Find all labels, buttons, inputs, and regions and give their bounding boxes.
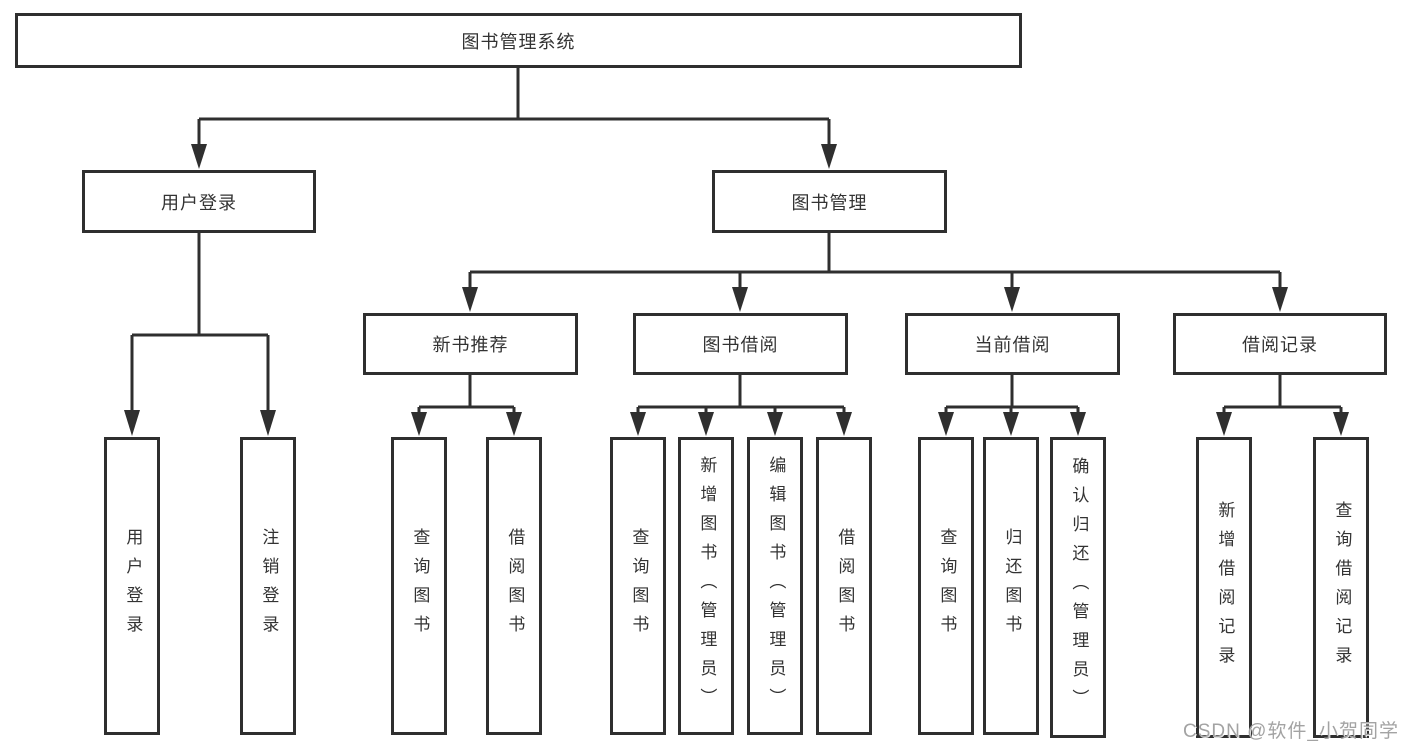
leaf-borrow-book: 借阅图书 bbox=[816, 437, 872, 735]
node-current-borrow: 当前借阅 bbox=[905, 313, 1120, 375]
connector-borrow-records bbox=[1222, 375, 1343, 415]
leaf-borrow-book-label: 借阅图书 bbox=[835, 528, 855, 644]
leaf-user-login-label: 用户登录 bbox=[123, 528, 143, 644]
leaf-logout: 注销登录 bbox=[240, 437, 296, 735]
leaf-add-borrow-record-label: 新增借阅记录 bbox=[1215, 500, 1235, 675]
node-new-book-recommend-label: 新书推荐 bbox=[432, 335, 509, 355]
leaf-confirm-return-admin: 确认归还（管理员） bbox=[1050, 437, 1106, 738]
arrowheads bbox=[124, 144, 1349, 436]
leaf-query-book-recommend-label: 查询图书 bbox=[410, 528, 430, 644]
leaf-return-book: 归还图书 bbox=[983, 437, 1039, 735]
leaf-add-book-admin: 新增图书（管理员） bbox=[678, 437, 734, 735]
connector-current-borrow bbox=[944, 375, 1080, 415]
connector-new-book bbox=[417, 375, 516, 415]
watermark: CSDN @软件_小贺同学 bbox=[1183, 721, 1399, 742]
node-book-management-label: 图书管理 bbox=[791, 192, 868, 213]
leaf-add-borrow-record: 新增借阅记录 bbox=[1196, 437, 1252, 738]
leaf-query-borrow-record-label: 查询借阅记录 bbox=[1332, 500, 1352, 675]
leaf-edit-book-admin-label: 编辑图书（管理员） bbox=[766, 455, 786, 717]
leaf-user-login: 用户登录 bbox=[104, 437, 160, 735]
connector-book-borrow bbox=[636, 375, 846, 415]
leaf-confirm-return-admin-label: 确认归还（管理员） bbox=[1069, 457, 1089, 718]
leaf-query-borrow-record: 查询借阅记录 bbox=[1313, 437, 1369, 738]
node-borrow-records: 借阅记录 bbox=[1173, 313, 1387, 375]
node-user-login: 用户登录 bbox=[82, 170, 316, 233]
leaf-query-book-borrow: 查询图书 bbox=[610, 437, 666, 735]
leaf-query-book-current-label: 查询图书 bbox=[937, 528, 957, 644]
leaf-query-book-current: 查询图书 bbox=[918, 437, 974, 735]
node-new-book-recommend: 新书推荐 bbox=[363, 313, 578, 375]
leaf-borrow-book-recommend: 借阅图书 bbox=[486, 437, 542, 735]
node-current-borrow-label: 当前借阅 bbox=[974, 335, 1051, 355]
node-book-borrow-label: 图书借阅 bbox=[702, 335, 779, 355]
leaf-add-book-admin-label: 新增图书（管理员） bbox=[697, 455, 717, 717]
connector-root bbox=[197, 68, 831, 147]
leaf-logout-label: 注销登录 bbox=[259, 528, 279, 644]
node-root: 图书管理系统 bbox=[15, 13, 1022, 68]
leaf-query-book-borrow-label: 查询图书 bbox=[629, 528, 649, 644]
leaf-borrow-book-recommend-label: 借阅图书 bbox=[505, 528, 525, 644]
connector-book-management bbox=[468, 233, 1282, 290]
node-book-borrow: 图书借阅 bbox=[633, 313, 848, 375]
leaf-return-book-label: 归还图书 bbox=[1002, 528, 1022, 644]
node-book-management: 图书管理 bbox=[712, 170, 947, 233]
leaf-query-book-recommend: 查询图书 bbox=[391, 437, 447, 735]
node-root-label: 图书管理系统 bbox=[461, 31, 576, 52]
leaf-edit-book-admin: 编辑图书（管理员） bbox=[747, 437, 803, 735]
node-borrow-records-label: 借阅记录 bbox=[1242, 335, 1318, 355]
connector-user-login bbox=[130, 233, 270, 412]
node-user-login-label: 用户登录 bbox=[161, 192, 237, 213]
